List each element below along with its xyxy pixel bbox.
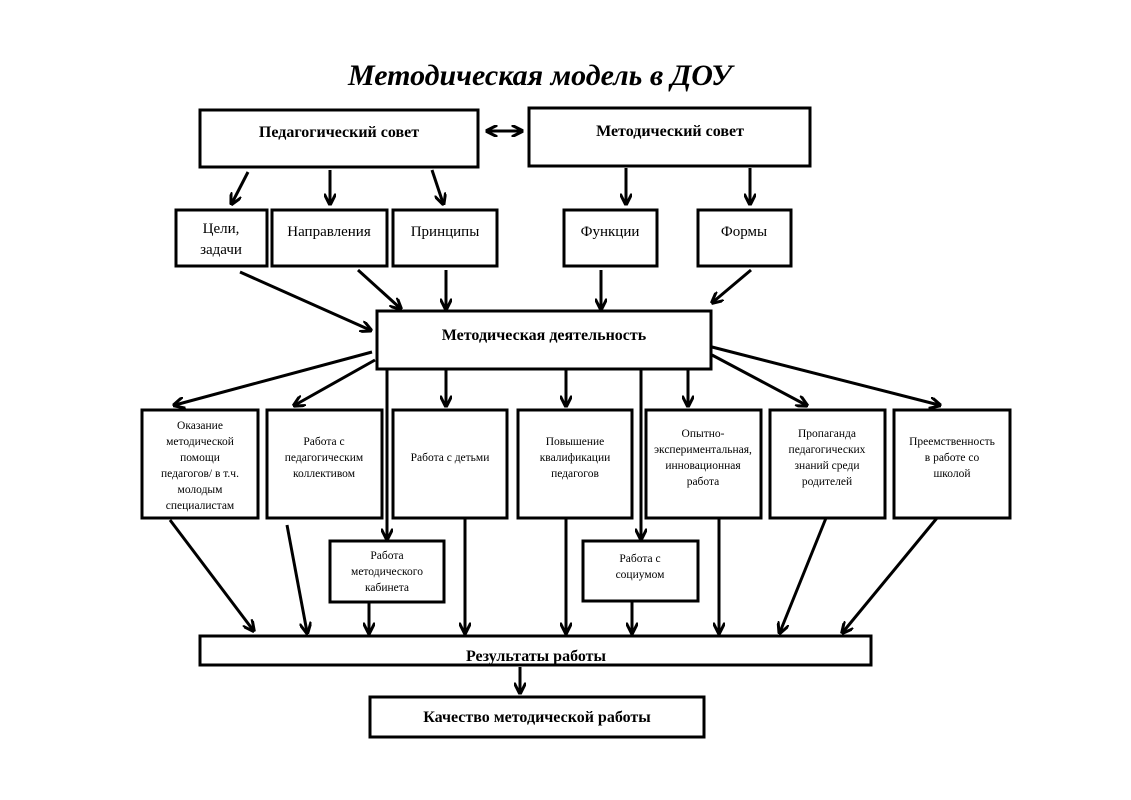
svg-text:экспериментальная,: экспериментальная,	[654, 444, 752, 456]
svg-text:помощи: помощи	[180, 452, 220, 464]
socium-box: Работа с социумом	[581, 539, 700, 603]
arrow	[711, 345, 939, 405]
svg-text:родителей: родителей	[802, 476, 852, 488]
arrow	[168, 519, 253, 630]
preemstvennost-box: Преемственность в работе со школой	[892, 408, 1012, 520]
okazanie-box: Оказание методической помощи педагогов/ …	[140, 408, 260, 520]
svg-text:Качество методической работы: Качество методической работы	[423, 709, 651, 726]
arrow	[232, 171, 250, 203]
svg-text:Функции: Функции	[581, 224, 640, 240]
ped-sovet-box: Педагогический совет	[198, 108, 480, 169]
svg-text:Пропаганда: Пропаганда	[798, 428, 856, 440]
svg-text:Преемственность: Преемственность	[909, 436, 995, 448]
results-box: Результаты работы	[198, 634, 873, 667]
svg-text:педагогических: педагогических	[789, 444, 866, 456]
svg-text:квалификации: квалификации	[540, 452, 611, 464]
svg-text:Методический совет: Методический совет	[596, 123, 744, 140]
arrow	[711, 353, 806, 405]
svg-text:педагогов/ в т.ч.: педагогов/ в т.ч.	[161, 468, 239, 480]
metod-sovet-box: Методический совет	[527, 106, 812, 168]
svg-text:Направления: Направления	[287, 224, 371, 240]
deti-box: Работа с детьми	[391, 408, 509, 520]
formy-box: Формы	[696, 208, 793, 268]
svg-text:Опытно-: Опытно-	[682, 428, 725, 440]
kvalifikaciya-box: Повышение квалификации педагогов	[516, 408, 634, 520]
svg-text:методического: методического	[351, 566, 423, 578]
svg-text:Работа с детьми: Работа с детьми	[411, 452, 490, 464]
kollektiv-box: Работа с педагогическим коллективом	[265, 408, 384, 520]
arrow	[285, 524, 307, 632]
arrow	[295, 358, 376, 405]
svg-text:работа: работа	[687, 476, 720, 488]
arrow	[430, 169, 443, 203]
svg-text:методической: методической	[166, 436, 234, 448]
svg-text:инновационная: инновационная	[665, 460, 741, 472]
diagram-title: Методическая модель в ДОУ	[347, 59, 735, 92]
arrow	[175, 350, 373, 405]
arrow	[843, 517, 939, 632]
svg-text:в работе со: в работе со	[925, 452, 980, 464]
svg-text:молодым: молодым	[178, 484, 224, 496]
principy-box: Принципы	[391, 208, 499, 268]
svg-text:специалистам: специалистам	[166, 500, 235, 512]
svg-text:Работа с: Работа с	[619, 553, 660, 565]
funkcii-box: Функции	[562, 208, 659, 268]
opytno-box: Опытно- экспериментальная, инновационная…	[644, 408, 763, 520]
propaganda-box: Пропаганда педагогических знаний среди р…	[768, 408, 887, 520]
arrow	[780, 517, 828, 632]
svg-text:Принципы: Принципы	[411, 224, 480, 240]
napravleniya-box: Направления	[270, 208, 389, 268]
svg-text:Результаты работы: Результаты работы	[466, 648, 607, 665]
svg-text:Педагогический совет: Педагогический совет	[259, 124, 419, 141]
metod-deyatelnost-box: Методическая деятельность	[375, 309, 713, 371]
svg-text:Методическая деятельность: Методическая деятельность	[442, 327, 647, 344]
celi-box: Цели, задачи	[174, 208, 269, 268]
svg-text:Работа: Работа	[370, 550, 403, 562]
svg-text:школой: школой	[933, 468, 970, 480]
arrow	[239, 270, 370, 330]
svg-text:педагогов: педагогов	[551, 468, 599, 480]
quality-box: Качество методической работы	[368, 695, 706, 739]
svg-text:коллективом: коллективом	[293, 468, 356, 480]
svg-text:знаний среди: знаний среди	[795, 460, 860, 472]
svg-text:социумом: социумом	[616, 569, 666, 581]
svg-text:задачи: задачи	[200, 242, 242, 258]
svg-text:Формы: Формы	[721, 224, 767, 240]
kabinet-box: Работа методического кабинета	[328, 539, 446, 604]
arrow	[356, 268, 400, 308]
svg-text:Цели,: Цели,	[203, 221, 240, 237]
svg-text:кабинета: кабинета	[365, 582, 409, 594]
svg-text:Оказание: Оказание	[177, 420, 223, 432]
svg-text:педагогическим: педагогическим	[285, 452, 364, 464]
svg-text:Повышение: Повышение	[546, 436, 605, 448]
arrows	[168, 168, 939, 692]
arrow	[713, 268, 752, 302]
svg-text:Работа с: Работа с	[303, 436, 344, 448]
